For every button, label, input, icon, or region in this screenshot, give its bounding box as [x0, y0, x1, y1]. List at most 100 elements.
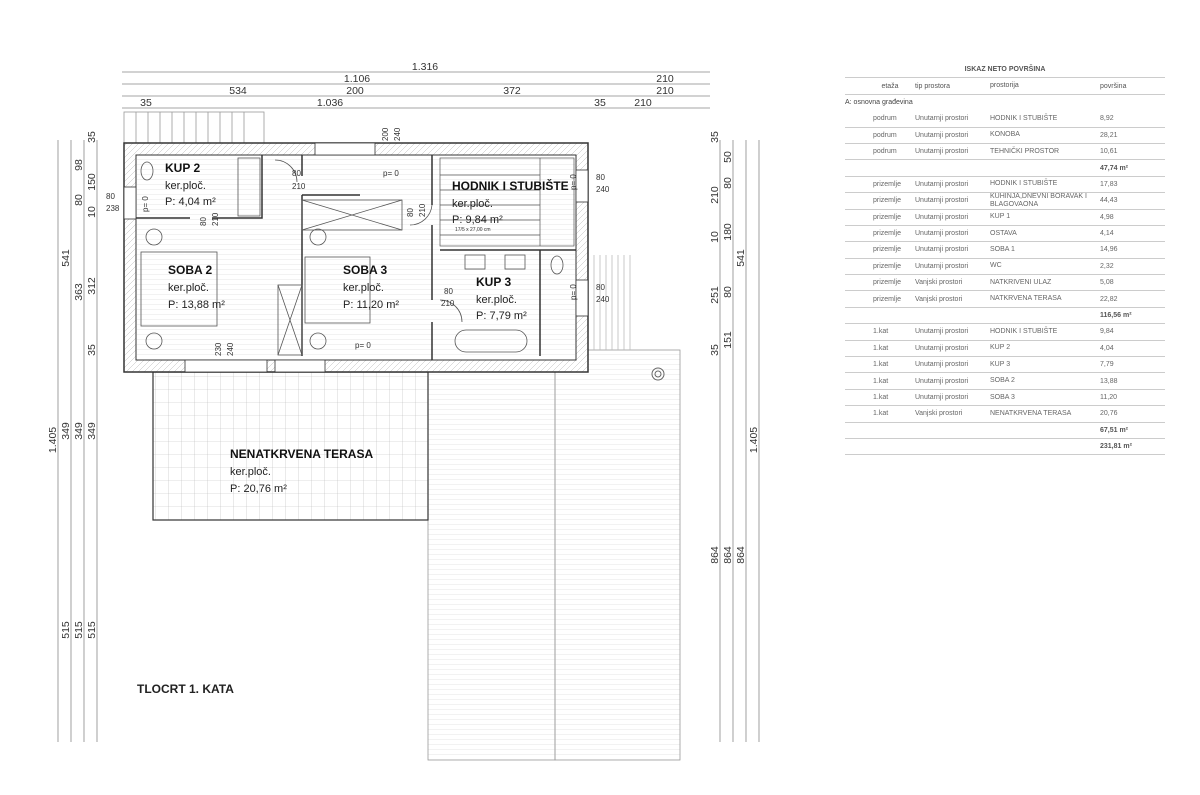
space-type-cell: Unutarnji prostori: [915, 213, 969, 221]
drain-icon: [651, 367, 665, 381]
sink-icon: [464, 254, 486, 270]
svg-text:KUP 3: KUP 3: [476, 275, 511, 289]
svg-text:98: 98: [73, 159, 85, 171]
svg-text:864: 864: [735, 546, 747, 564]
floor-cell: 1.kat: [873, 410, 889, 418]
svg-text:80: 80: [199, 217, 208, 226]
svg-text:P: 20,76 m²: P: 20,76 m²: [230, 483, 287, 495]
svg-text:541: 541: [735, 249, 747, 267]
pergola: [123, 111, 265, 145]
subtotal-row: 116,56 m²: [845, 308, 1165, 325]
area-cell: 14,96: [1100, 246, 1118, 254]
svg-text:SOBA 3: SOBA 3: [343, 263, 388, 277]
svg-text:80: 80: [292, 169, 301, 178]
svg-text:80: 80: [106, 192, 115, 201]
space-type-cell: Unutarnji prostori: [915, 328, 969, 336]
area-cell: 28,21: [1100, 131, 1118, 139]
area-cell: 9,84: [1100, 328, 1114, 336]
room-kup-3: KUP 3 ker.ploč. P: 7,79 m²: [476, 275, 527, 322]
floor-cell: prizemlje: [873, 295, 902, 303]
svg-text:251: 251: [709, 286, 721, 304]
svg-text:ker.ploč.: ker.ploč.: [230, 466, 271, 478]
floor-cell: 1.kat: [873, 394, 889, 401]
room-nenatkrvena-terasa: NENATKRVENA TERASA ker.ploč. P: 20,76 m²: [230, 447, 373, 495]
room-cell: HODNIK I STUBIŠTE: [990, 180, 1058, 188]
table-title: ISKAZ NETO POVRŠINA: [845, 62, 1165, 79]
space-type-cell: Vanjski prostori: [915, 279, 963, 287]
subtotal-row: 67,51 m²: [845, 423, 1165, 439]
room-cell: KUP 2: [990, 344, 1011, 352]
svg-text:17/5 x 27,00 cm: 17/5 x 27,00 cm: [455, 227, 491, 233]
svg-text:534: 534: [229, 85, 247, 97]
svg-text:312: 312: [86, 277, 98, 295]
total-row: 231,81 m²: [845, 439, 1165, 456]
building: [123, 142, 589, 373]
svg-text:P: 7,79 m²: P: 7,79 m²: [476, 310, 527, 322]
room-hodnik-i-stubiste: HODNIK I STUBIŠTE ker.ploč. P: 9,84 m²: [452, 178, 569, 226]
area-cell: 22,82: [1100, 295, 1118, 303]
floor-cell: prizemlje: [873, 230, 902, 238]
svg-text:p= 0: p= 0: [355, 341, 371, 350]
svg-text:210: 210: [292, 182, 306, 191]
room-cell: HODNIK I STUBIŠTE: [990, 114, 1058, 122]
area-cell: 44,43: [1100, 197, 1118, 205]
area-cell: 20,76: [1100, 410, 1118, 418]
space-type-cell: Unutarnji prostori: [915, 394, 969, 401]
svg-text:240: 240: [596, 295, 610, 304]
area-cell: 7,79: [1100, 361, 1114, 369]
svg-text:80: 80: [406, 208, 415, 217]
plan-title: TLOCRT 1. KATA: [137, 682, 234, 696]
space-type-cell: Unutarnji prostori: [915, 115, 969, 123]
toilet-icon: [140, 161, 154, 181]
area-cell: 8,92: [1100, 115, 1114, 123]
space-type-cell: Vanjski prostori: [915, 295, 963, 303]
sink-icon: [504, 254, 526, 270]
subtotal-cell: 116,56 m²: [1100, 312, 1132, 320]
svg-text:210: 210: [709, 186, 721, 204]
area-cell: 13,88: [1100, 377, 1118, 385]
svg-text:ker.ploč.: ker.ploč.: [343, 282, 384, 294]
room-soba-2: SOBA 2 ker.ploč. P: 13,88 m²: [168, 263, 225, 311]
svg-text:P: 4,04 m²: P: 4,04 m²: [165, 196, 216, 208]
svg-text:210: 210: [634, 97, 652, 109]
svg-text:35: 35: [86, 344, 98, 356]
svg-text:p= 0: p= 0: [383, 169, 399, 178]
svg-text:240: 240: [393, 127, 402, 141]
subtotal-row: 47,74 m²: [845, 160, 1165, 177]
svg-text:80: 80: [596, 173, 605, 182]
room-cell: WC: [990, 262, 1002, 270]
svg-text:NENATKRVENA TERASA: NENATKRVENA TERASA: [230, 447, 373, 461]
svg-text:210: 210: [656, 73, 674, 85]
floor-cell: prizemlje: [873, 246, 902, 254]
room-soba-3: SOBA 3 ker.ploč. P: 11,20 m²: [343, 263, 399, 311]
floor-cell: prizemlje: [873, 262, 902, 270]
room-cell: KUP 1: [990, 213, 1011, 221]
floor-cell: prizemlje: [873, 180, 902, 188]
area-cell: 11,20: [1100, 394, 1117, 401]
space-type-cell: Unutarnji prostori: [915, 262, 969, 270]
floor-cell: prizemlje: [873, 213, 902, 221]
area-cell: 4,98: [1100, 213, 1114, 221]
svg-text:210: 210: [656, 85, 674, 97]
svg-text:P: 13,88 m²: P: 13,88 m²: [168, 299, 225, 311]
svg-text:p= 0: p= 0: [569, 174, 578, 190]
svg-text:P: 11,20 m²: P: 11,20 m²: [343, 299, 399, 311]
room-cell: SOBA 1: [990, 245, 1015, 253]
svg-text:180: 180: [722, 223, 734, 241]
svg-text:80: 80: [73, 194, 85, 206]
top-dimension-lines: [122, 71, 710, 109]
svg-text:864: 864: [722, 546, 734, 564]
room-cell: OSTAVA: [990, 229, 1017, 237]
svg-text:1.316: 1.316: [412, 61, 438, 73]
opening-labels: 80 238 200 240 80 210 80 210 80 210 80 2…: [106, 127, 610, 356]
area-cell: 10,61: [1100, 148, 1118, 156]
balcony-rail: [593, 255, 631, 350]
